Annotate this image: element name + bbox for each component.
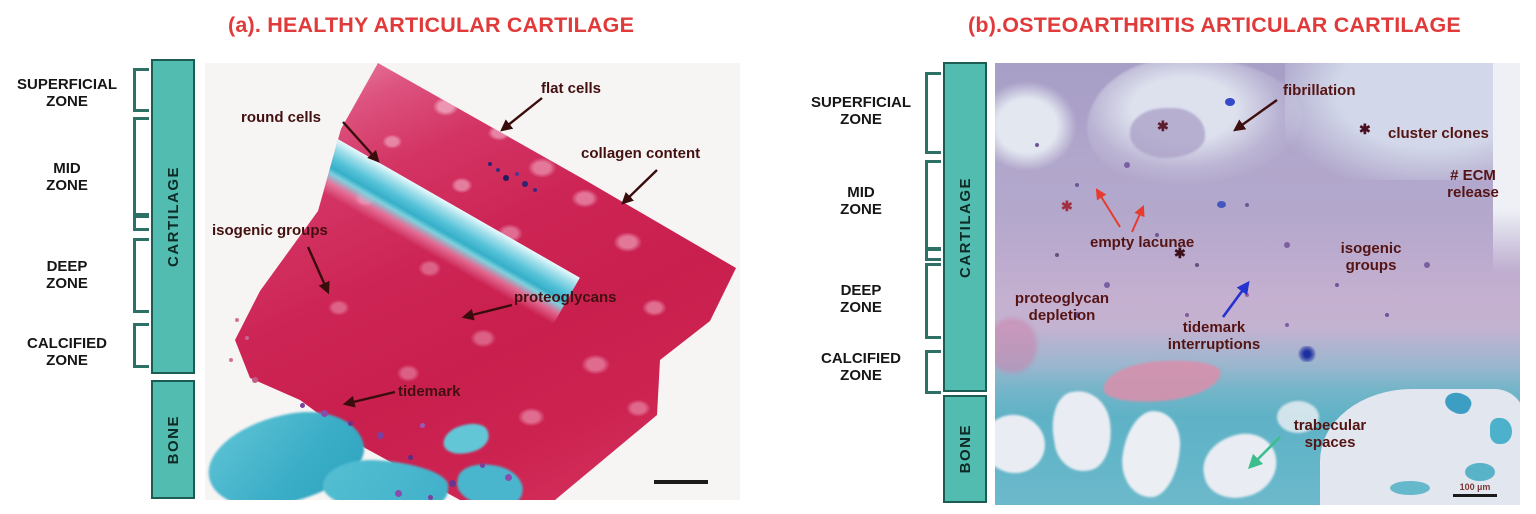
bone-bar-label: BONE (956, 424, 974, 474)
panel-osteoarthritis-cartilage: (b).OSTEOARTHRITIS ARTICULAR CARTILAGE S… (768, 0, 1536, 514)
zone-label-calcified: CALCIFIED ZONE (821, 350, 901, 384)
tissue-clump (1130, 108, 1205, 158)
stain-patch (995, 318, 1037, 373)
marrow-specks (300, 403, 305, 408)
scale-bar (654, 480, 708, 484)
arrow-tidemark (342, 390, 396, 408)
arrow-empty-lacunae-left (1095, 188, 1121, 228)
label-ecm-release: # ECM release (1447, 167, 1499, 201)
arrow-collagen-content (621, 169, 658, 205)
cartilage-bar: CARTILAGE (151, 59, 195, 374)
trabecular-space (1277, 401, 1319, 433)
label-round-cells: round cells (241, 109, 322, 126)
cartilage-bar-label: CARTILAGE (164, 166, 182, 267)
asterisk-marker: ✱ (1061, 198, 1073, 214)
bone-fragment (1390, 481, 1430, 495)
cartilage-bar: CARTILAGE (943, 62, 987, 392)
light-surface-zone (1285, 63, 1520, 180)
bracket-calcified (925, 350, 941, 394)
cell-specks (1035, 143, 1039, 147)
micrograph-healthy: flat cells round cells collagen content … (205, 63, 740, 500)
stain-speck (1217, 201, 1226, 208)
cartilage-bar-label: CARTILAGE (956, 176, 974, 278)
label-isogenic-groups: isogenic groups (212, 222, 328, 239)
dark-stain-spot (1298, 346, 1316, 362)
bracket-superficial (133, 68, 149, 112)
arrow-trabecular-spaces (1247, 436, 1281, 470)
bracket-deep (925, 263, 941, 339)
zone-label-calcified: CALCIFIED ZONE (27, 335, 107, 369)
bone-bar: BONE (151, 380, 195, 499)
zone-label-superficial: SUPERFICIAL ZONE (16, 76, 117, 110)
bracket-mid (925, 160, 941, 251)
label-proteoglycan-depletion: proteoglycan depletion (1014, 290, 1110, 324)
section-edge (1493, 63, 1520, 273)
bone-fragment (1490, 418, 1512, 444)
scale-bar (1453, 494, 1497, 497)
bracket-superficial (925, 72, 941, 154)
label-tidemark: tidemark (398, 383, 461, 400)
bone-bar: BONE (943, 395, 987, 503)
bone-fragment (1465, 463, 1495, 481)
arrow-isogenic-groups (306, 246, 330, 295)
bracket-deep (133, 238, 149, 313)
panel-a-title: (a). HEALTHY ARTICULAR CARTILAGE (228, 13, 635, 37)
label-trabecular-spaces: trabecular spaces (1293, 417, 1367, 451)
label-tidemark-interruptions: tidemark interruptions (1167, 319, 1261, 353)
asterisk-marker: ✱ (1157, 118, 1169, 134)
bone-bar-label: BONE (164, 414, 182, 465)
bracket-mid (133, 117, 149, 216)
zone-label-mid: MID ZONE (46, 160, 88, 194)
bracket-transition (925, 247, 941, 261)
label-cluster-clones: cluster clones (1388, 125, 1489, 142)
panel-b-title: (b).OSTEOARTHRITIS ARTICULAR CARTILAGE (968, 13, 1461, 37)
annotation-arrows (306, 97, 658, 408)
arrow-round-cells (342, 121, 380, 163)
stain-speck (1225, 98, 1235, 106)
label-isogenic-groups: isogenic groups (1340, 240, 1402, 274)
fibrillation-patch (995, 81, 1077, 171)
tissue-debris (235, 318, 239, 322)
arrow-empty-lacunae-right (1131, 204, 1145, 233)
micrograph-osteoarthritis: fibrillation cluster clones # ECM releas… (995, 63, 1520, 505)
panel-healthy-cartilage: (a). HEALTHY ARTICULAR CARTILAGE SUPERFI… (16, 13, 740, 500)
zone-label-superficial: SUPERFICIAL ZONE (810, 94, 911, 128)
label-flat-cells: flat cells (541, 80, 602, 97)
label-collagen-content: collagen content (581, 145, 701, 162)
arrow-fibrillation (1233, 99, 1278, 132)
zone-label-mid: MID ZONE (840, 184, 882, 218)
asterisk-marker: ✱ (1174, 245, 1186, 261)
arrow-tidemark-interruptions (1221, 280, 1250, 318)
label-fibrillation: fibrillation (1283, 82, 1356, 99)
zone-label-deep: DEEP ZONE (46, 258, 88, 292)
bracket-transition (133, 215, 149, 231)
arrow-flat-cells (500, 97, 543, 132)
bracket-calcified (133, 323, 149, 368)
label-empty-lacunae: empty lacunae (1090, 234, 1195, 251)
zone-label-deep: DEEP ZONE (840, 282, 882, 316)
cell-specks (488, 162, 492, 166)
scale-bar-label: 100 µm (1459, 482, 1491, 492)
asterisk-marker: ✱ (1359, 121, 1371, 137)
arrow-proteoglycans (461, 303, 513, 321)
annotation-arrows (1095, 99, 1281, 470)
label-proteoglycans: proteoglycans (514, 289, 617, 306)
